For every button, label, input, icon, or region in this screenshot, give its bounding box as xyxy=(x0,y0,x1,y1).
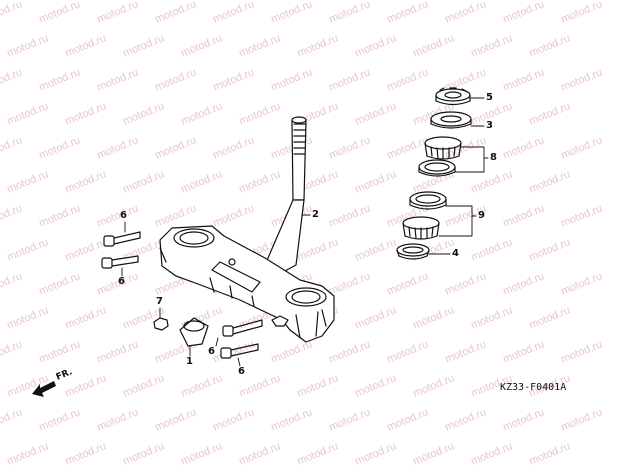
clamp-part xyxy=(179,317,209,347)
callout-5: 5 xyxy=(486,92,493,103)
bolt-upper-a xyxy=(103,231,141,247)
dust-seal xyxy=(396,243,430,260)
callout-6-upper: 6 xyxy=(120,210,127,221)
callout-8: 8 xyxy=(490,152,497,163)
callout-2: 2 xyxy=(312,209,319,220)
front-direction-arrow xyxy=(32,381,56,397)
stem-nut xyxy=(435,87,471,106)
diagram-code: KZ33-F0401A xyxy=(500,382,567,393)
washer-part xyxy=(430,111,472,129)
upper-bearing xyxy=(418,136,462,177)
callout-6-lower-a: 6 xyxy=(208,346,215,357)
callout-1: 1 xyxy=(186,356,193,367)
bolt-lower-a xyxy=(222,319,263,337)
lower-bearing xyxy=(402,191,447,240)
bolt-upper-b xyxy=(101,255,139,269)
nut-part xyxy=(153,317,169,331)
callout-4: 4 xyxy=(452,248,459,259)
leader-lines xyxy=(121,97,489,367)
callout-6-middle: 6 xyxy=(118,276,125,287)
callout-3: 3 xyxy=(486,120,493,131)
callout-6-lower-b: 6 xyxy=(238,366,245,377)
bottom-bridge xyxy=(159,225,335,343)
callout-7: 7 xyxy=(156,296,163,307)
callout-9: 9 xyxy=(478,210,485,221)
bolt-lower-b xyxy=(220,343,259,359)
